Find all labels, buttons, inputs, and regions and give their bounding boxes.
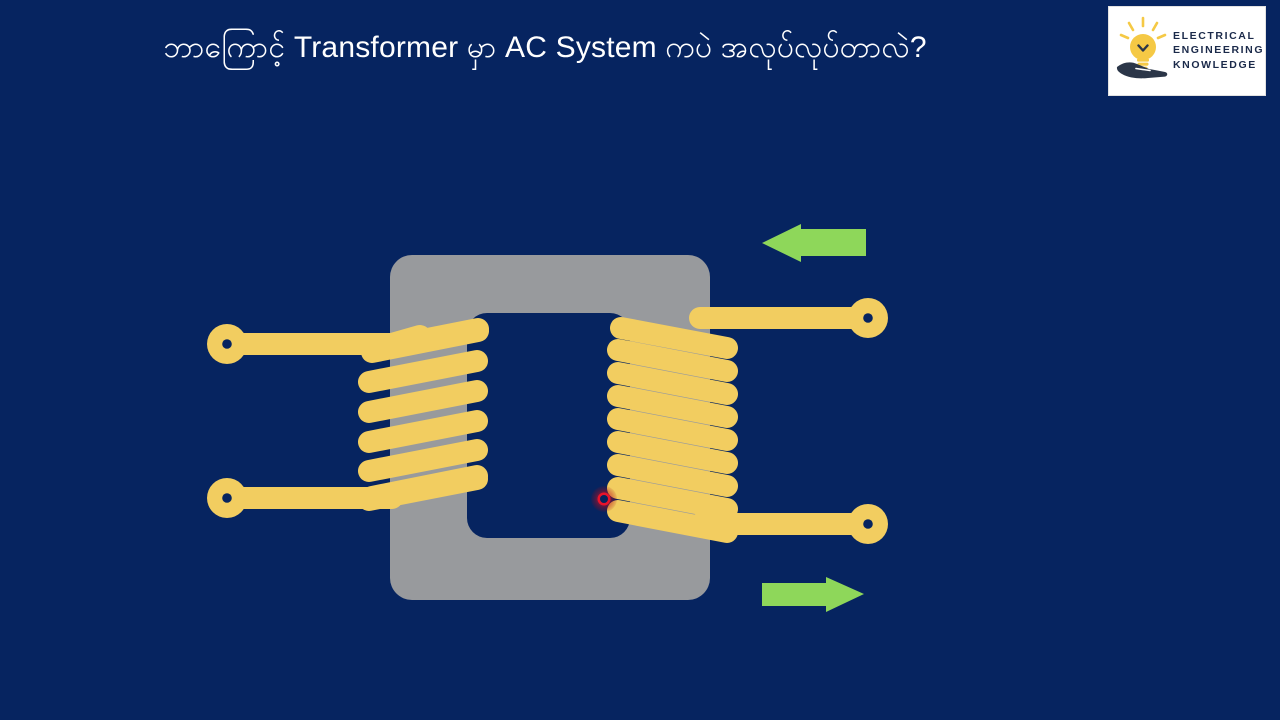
logo-line-2: ENGINEERING — [1173, 44, 1265, 57]
page-title: ဘာကြောင့် Transformer မှာ AC System ကပဲ … — [163, 31, 927, 64]
flux-arrow-bottom — [762, 577, 864, 612]
logo-line-3: KNOWLEDGE — [1173, 58, 1257, 71]
brand-logo-text: ELECTRICAL ENGINEERING KNOWLEDGE — [1171, 29, 1265, 72]
flux-arrow-top — [762, 224, 866, 262]
brand-logo: ELECTRICAL ENGINEERING KNOWLEDGE — [1108, 6, 1266, 96]
secondary-winding — [607, 317, 738, 543]
logo-line-1: ELECTRICAL — [1173, 29, 1256, 42]
secondary-leads — [689, 307, 874, 535]
primary-terminal-top[interactable] — [207, 324, 247, 364]
primary-terminal-bottom[interactable] — [207, 478, 247, 518]
lightbulb-in-hand-icon — [1115, 15, 1171, 87]
secondary-terminal-bottom[interactable] — [848, 504, 888, 544]
secondary-terminal-top[interactable] — [848, 298, 888, 338]
primary-winding-entry — [361, 318, 489, 361]
